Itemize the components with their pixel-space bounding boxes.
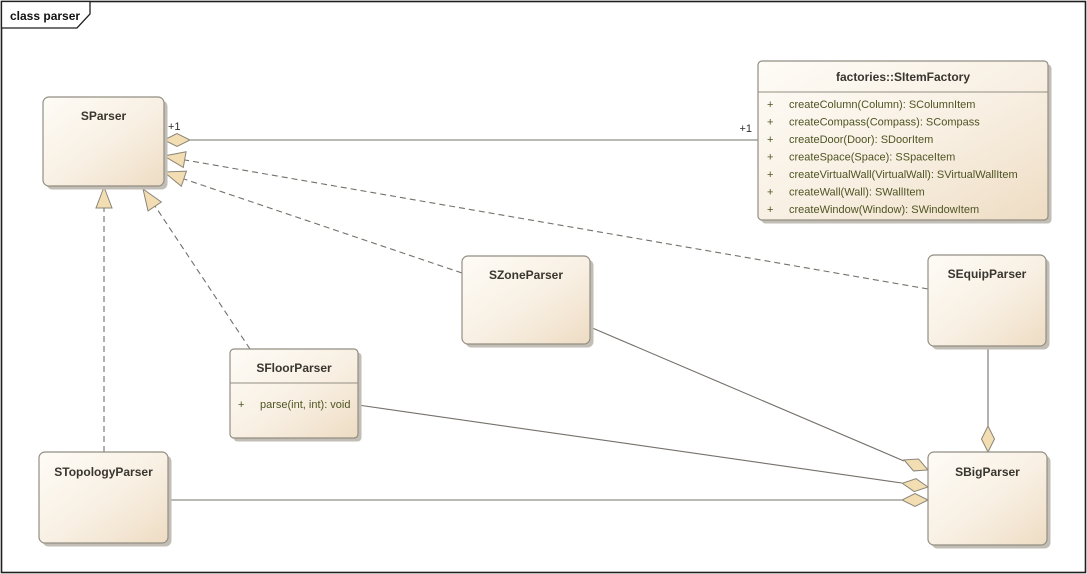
method-list: + parse(int, int): void [238,399,350,411]
method-signature: createSpace(Space): SSpaceItem [789,152,955,164]
class-sequipparser[interactable]: SEquipParser [927,254,1050,350]
class-body[interactable] [927,254,1047,347]
class-body[interactable] [757,60,1049,221]
method-visibility: + [767,187,773,199]
method-signature: createWindow(Window): SWindowItem [789,204,979,216]
method-list: + createColumn(Column): SColumnItem + cr… [767,99,1018,216]
class-body[interactable] [461,255,591,345]
method-signature: createVirtualWall(VirtualWall): SVirtual… [789,169,1018,181]
realization-line[interactable] [183,178,463,274]
method-signature: createWall(Wall): SWallItem [789,187,925,199]
class-title: SEquipParser [948,267,1027,281]
class-sitemfactory[interactable]: factories::SItemFactory + createColumn(C… [757,60,1052,224]
connector-sbigparser-sfloorparser[interactable] [357,404,930,493]
aggregation-diamond-icon [900,492,930,508]
method-signature: createCompass(Compass): SCompass [789,117,980,129]
class-sbigparser[interactable]: SBigParser [927,451,1051,549]
class-body[interactable] [229,348,359,439]
frame-tab [0,0,91,29]
realization-triangle-icon [162,151,187,169]
realization-line[interactable] [154,205,251,350]
multiplicity-source: +1 [168,121,181,133]
realization-triangle-icon [162,170,188,188]
class-title: SFloorParser [256,361,332,375]
aggregation-diamond-icon [901,478,930,493]
class-title: SBigParser [955,465,1020,479]
method-visibility: + [767,169,773,181]
method-visibility: + [767,152,773,164]
class-title: SZoneParser [489,268,563,282]
aggregation-line[interactable] [589,326,905,462]
aggregation-diamond-icon [903,458,930,472]
connector-sbigparser-stopologyparser[interactable] [168,492,930,508]
class-szoneparser[interactable]: SZoneParser [461,255,594,348]
multiplicity-target: +1 [739,123,752,135]
connector-sbigparser-szoneparser[interactable] [589,326,931,476]
realization-line[interactable] [184,159,929,290]
class-sfloorparser[interactable]: SFloorParser + parse(int, int): void [229,348,362,442]
method-visibility: + [767,134,773,146]
class-stopologyparser[interactable]: STopologyParser [38,451,172,547]
method-visibility: + [767,117,773,129]
connector-sparser-sitemfactory[interactable]: +1 +1 [162,121,758,148]
class-body[interactable] [927,451,1048,546]
class-sparser[interactable]: SParser [42,96,168,190]
class-title: factories::SItemFactory [836,70,970,84]
frame-label: class parser [10,9,80,23]
realization-triangle-icon [95,185,113,209]
method-visibility: + [238,399,244,411]
method-signature: parse(int, int): void [260,399,350,411]
aggregation-diamond-icon [162,132,192,148]
method-signature: createDoor(Door): SDoorItem [789,134,933,146]
class-body[interactable] [42,96,165,187]
method-visibility: + [767,204,773,216]
realization-triangle-icon [142,187,163,212]
connector-sbigparser-sequipparser[interactable] [980,346,996,454]
aggregation-line[interactable] [357,404,903,484]
class-title: STopologyParser [54,465,153,479]
connector-sfloorparser-sparser[interactable] [136,185,251,350]
connector-sequipparser-sparser[interactable] [162,148,929,290]
class-body[interactable] [38,451,169,544]
class-title: SParser [81,109,127,123]
method-visibility: + [767,99,773,111]
method-signature: createColumn(Column): SColumnItem [789,99,975,111]
aggregation-diamond-icon [980,424,996,454]
connector-szoneparser-sparser[interactable] [161,164,463,274]
connector-stopologyparser-sparser[interactable] [95,185,113,452]
